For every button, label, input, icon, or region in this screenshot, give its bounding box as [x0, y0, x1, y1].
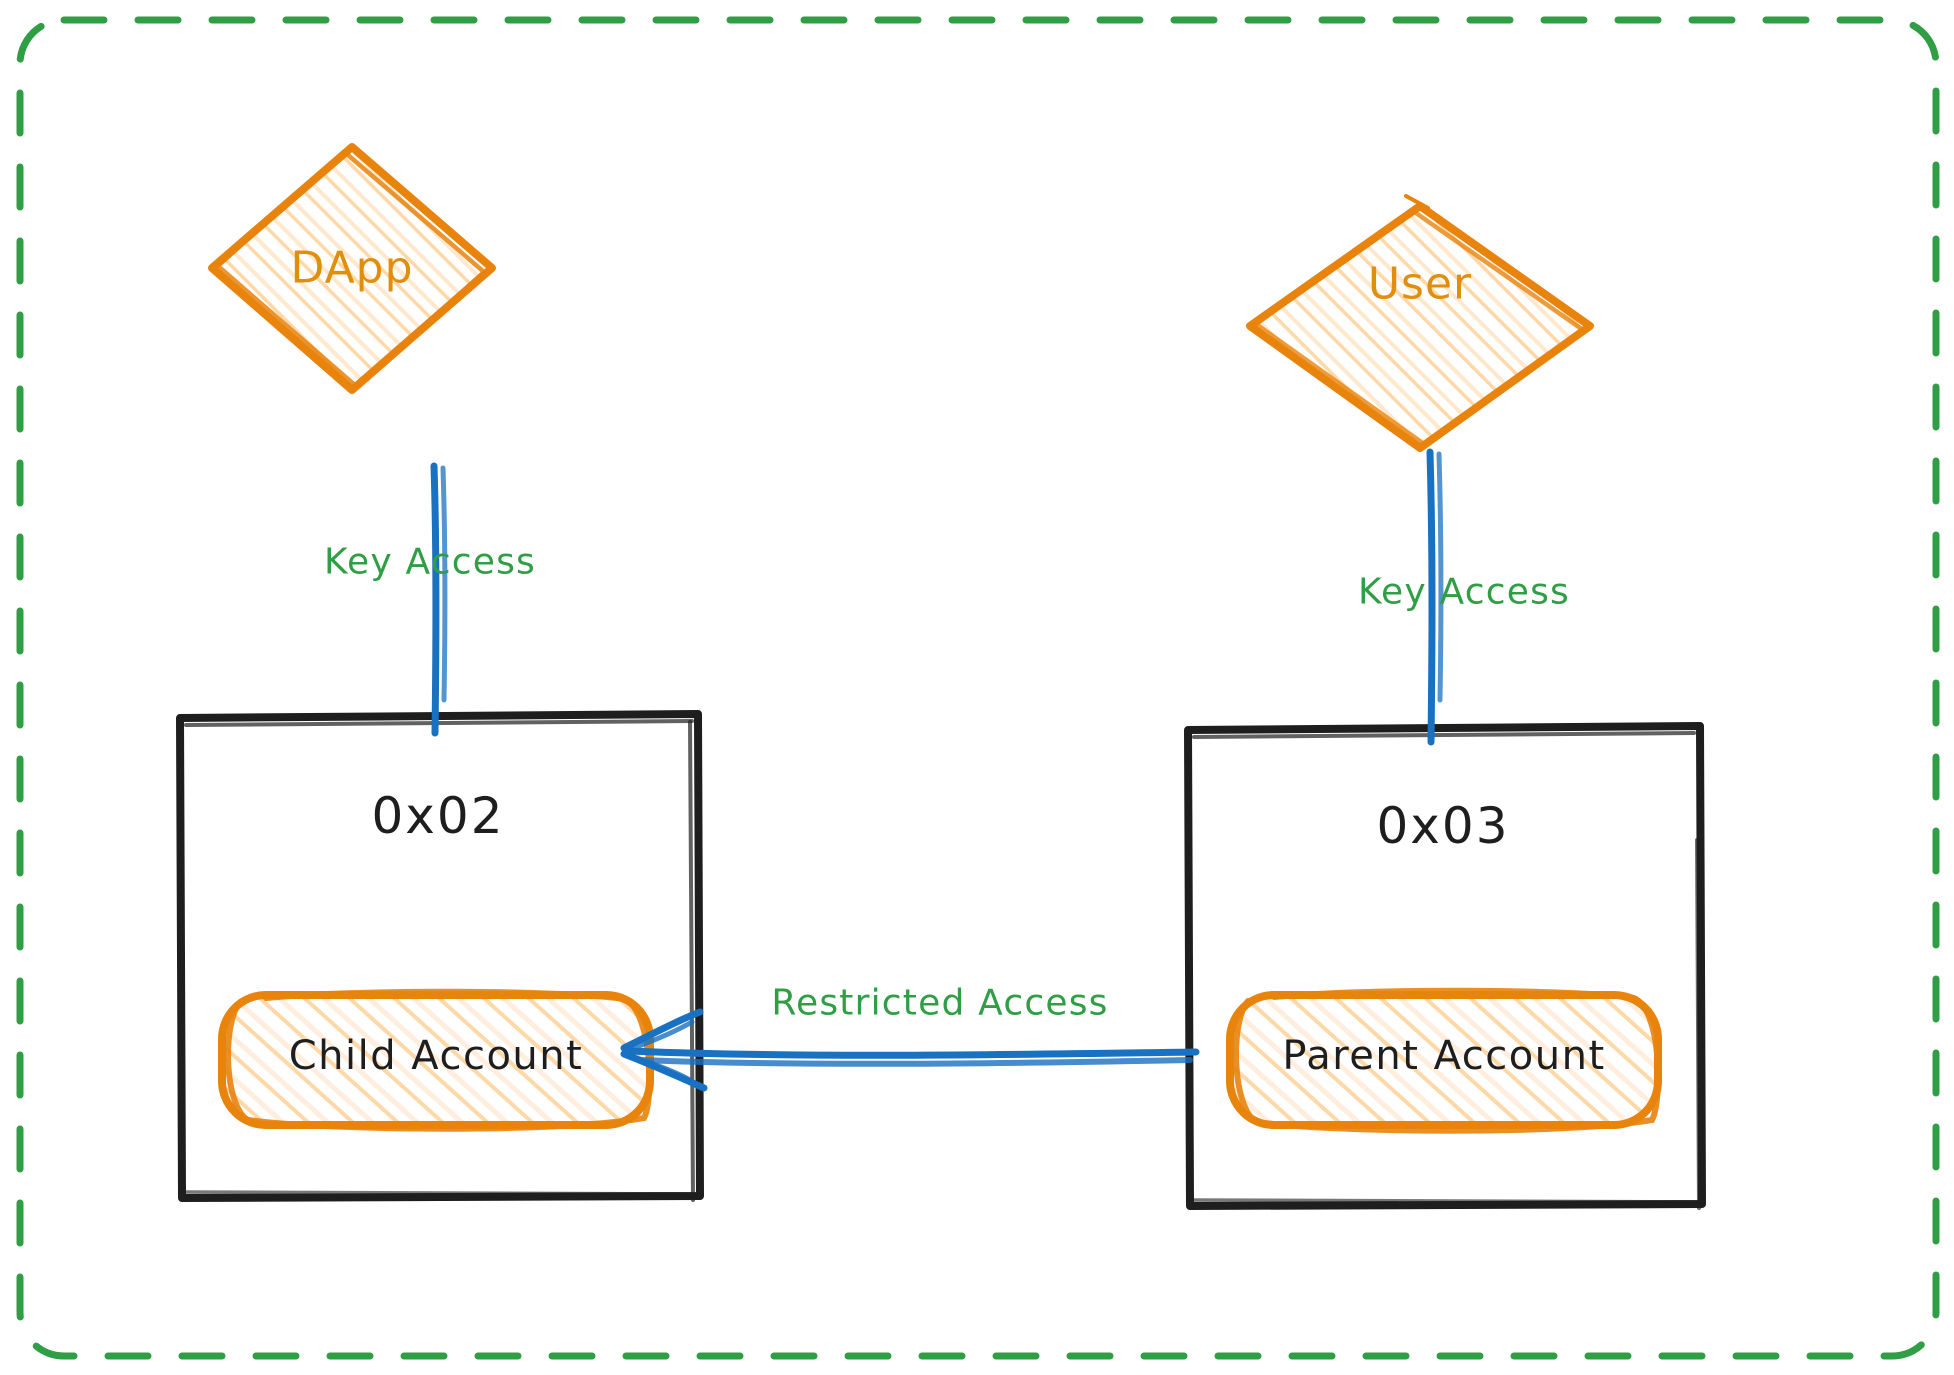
edge-label-key-access-dapp: Key Access	[324, 541, 536, 583]
box-title-0x03: 0x03	[1376, 797, 1510, 855]
edge-label-restricted-access: Restricted Access	[771, 982, 1109, 1024]
edge-parent-to-child[interactable]	[620, 1008, 1200, 1092]
node-label-dapp: DApp	[290, 242, 414, 294]
node-parent-account[interactable]	[1226, 987, 1662, 1134]
edge-user-to-0x03[interactable]	[1426, 448, 1444, 746]
box-title-0x02: 0x02	[371, 787, 505, 845]
node-user[interactable]	[1246, 194, 1594, 452]
edge-label-key-access-user: Key Access	[1358, 571, 1570, 613]
label-child-account: Child Account	[288, 1033, 584, 1079]
outer-boundary	[16, 16, 1940, 1360]
edge-dapp-to-0x02[interactable]	[430, 462, 448, 737]
label-parent-account: Parent Account	[1282, 1033, 1606, 1079]
node-dapp[interactable]	[208, 143, 496, 394]
node-label-user: User	[1367, 258, 1473, 310]
